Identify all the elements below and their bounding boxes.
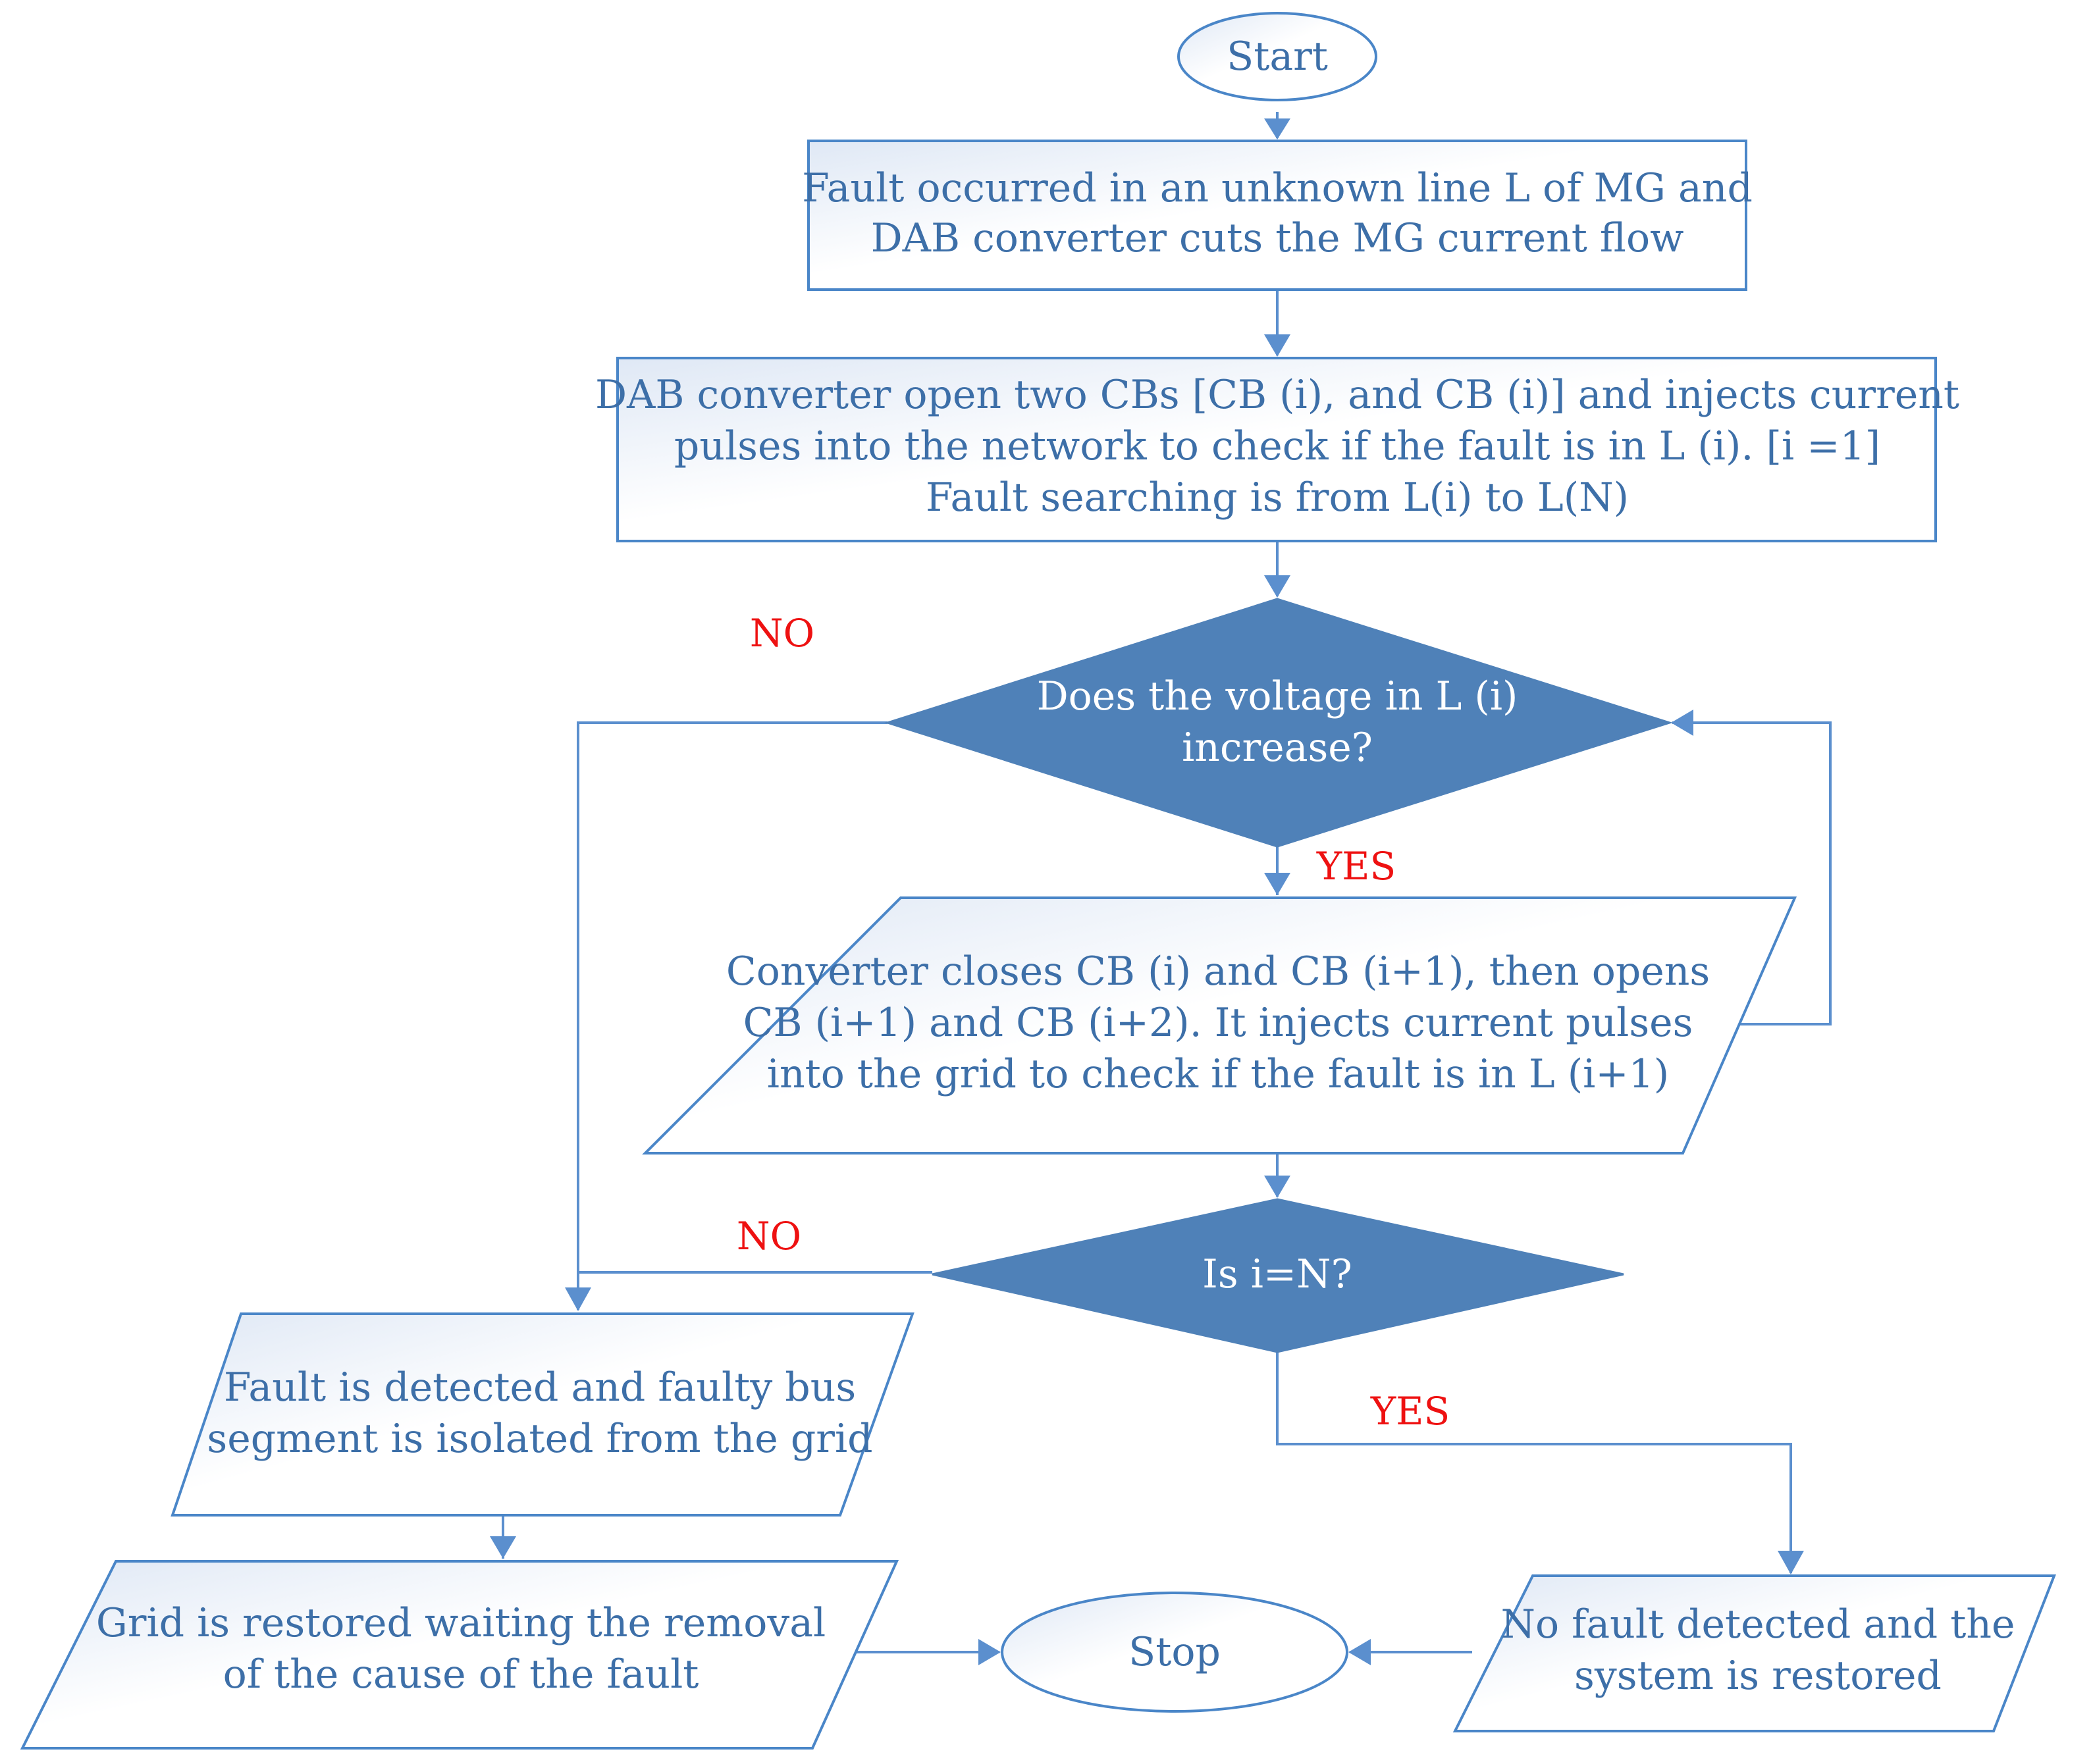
grid-restored-line-2: of the cause of the fault: [223, 1651, 699, 1698]
i-equals-n-label: Is i=N?: [1202, 1251, 1352, 1297]
converter-closes-box: [642, 896, 1797, 1154]
i-n-yes-label: YES: [1370, 1389, 1450, 1434]
i-equals-n-diamond: [932, 1198, 1624, 1353]
fault-occurred-line-2: DAB converter cuts the MG current flow: [871, 215, 1684, 261]
dab-open-line-3: Fault searching is from L(i) to L(N): [926, 475, 1629, 521]
no-fault-line-2: system is restored: [1574, 1653, 1942, 1699]
dab-open-box: [616, 357, 1937, 542]
voltage-decision-line-2: increase?: [1182, 725, 1373, 771]
converter-closes-line-1: Converter closes CB (i) and CB (i+1), th…: [726, 948, 1710, 995]
stop-terminal: [1001, 1592, 1348, 1713]
voltage-yes-label: YES: [1316, 844, 1396, 889]
no-fault-line-1: No fault detected and the: [1500, 1601, 2015, 1647]
arrow-voltage-no-to-fault-detected: [577, 721, 888, 1310]
fault-occurred-box: [807, 140, 1747, 291]
grid-restored-box: [20, 1560, 899, 1750]
fault-detected-line-1: Fault is detected and faulty bus: [224, 1364, 856, 1411]
voltage-decision-line-1: Does the voltage in L (i): [1037, 673, 1518, 719]
converter-closes-line-2: CB (i+1) and CB (i+2). It injects curren…: [743, 1000, 1693, 1046]
loop-back-to-voltage: [1672, 721, 1832, 1025]
fault-occurred-line-1: Fault occurred in an unknown line L of M…: [802, 165, 1753, 211]
voltage-decision-diamond: [884, 598, 1673, 848]
dab-open-line-1: DAB converter open two CBs [CB (i), and …: [595, 372, 1959, 418]
i-n-no-label: NO: [737, 1214, 801, 1258]
connectors: [490, 112, 1832, 1665]
start-label: Start: [1227, 34, 1328, 80]
fault-detected-box: [171, 1312, 914, 1517]
converter-closes-line-3: into the grid to check if the fault is i…: [767, 1051, 1669, 1097]
dab-open-line-2: pulses into the network to check if the …: [674, 423, 1880, 469]
stop-label: Stop: [1128, 1629, 1221, 1675]
arrow-in-yes-to-no-fault: [1276, 1352, 1792, 1573]
fault-detected-line-2: segment is isolated from the grid: [207, 1416, 872, 1462]
voltage-no-label: NO: [750, 611, 814, 656]
grid-restored-line-1: Grid is restored waiting the removal: [96, 1600, 826, 1646]
no-fault-box: [1452, 1574, 2056, 1732]
start-terminal: [1177, 12, 1377, 101]
